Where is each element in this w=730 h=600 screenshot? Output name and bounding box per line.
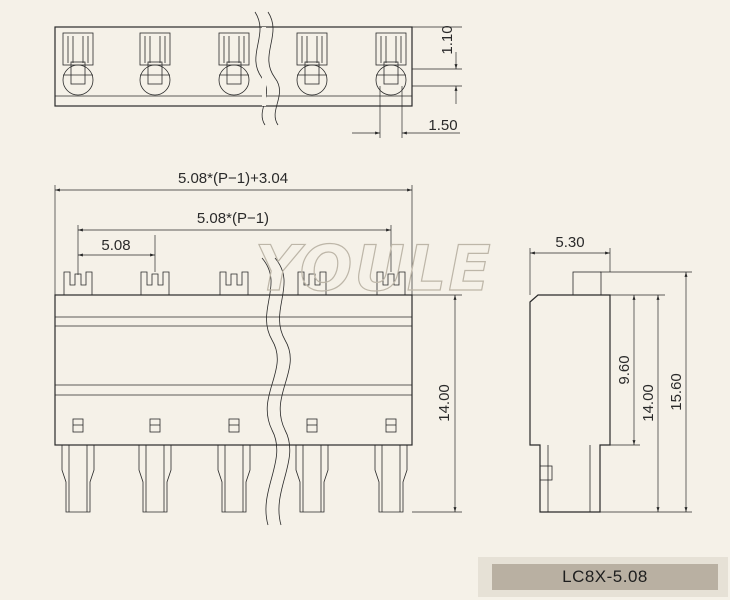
top-view: 1.10 1.50 [54, 11, 462, 138]
dim-front-height: 14.00 [436, 384, 453, 422]
watermark: YOULE [255, 232, 493, 305]
part-number: LC8X-5.08 [562, 567, 648, 586]
front-view: 5.08*(P−1)+3.04 5.08*(P−1) 5.08 14.00 [54, 170, 462, 526]
front-view-pins [61, 271, 408, 513]
dim-top-width: 1.50 [428, 117, 457, 134]
dim-side-width: 5.30 [555, 234, 584, 251]
dim-side-h2: 14.00 [640, 384, 657, 422]
dim-pitch: 5.08 [101, 237, 130, 254]
dim-side-h1: 9.60 [616, 355, 633, 384]
dim-overall-width: 5.08*(P−1)+3.04 [178, 170, 288, 187]
top-view-pins [62, 32, 407, 96]
dim-pitch-span: 5.08*(P−1) [197, 210, 269, 227]
part-number-box: LC8X-5.08 [492, 564, 718, 590]
dim-top-height: 1.10 [439, 25, 456, 54]
dim-side-h3: 15.60 [668, 373, 685, 411]
side-view: 5.30 9.60 14.00 15.60 [529, 234, 692, 513]
